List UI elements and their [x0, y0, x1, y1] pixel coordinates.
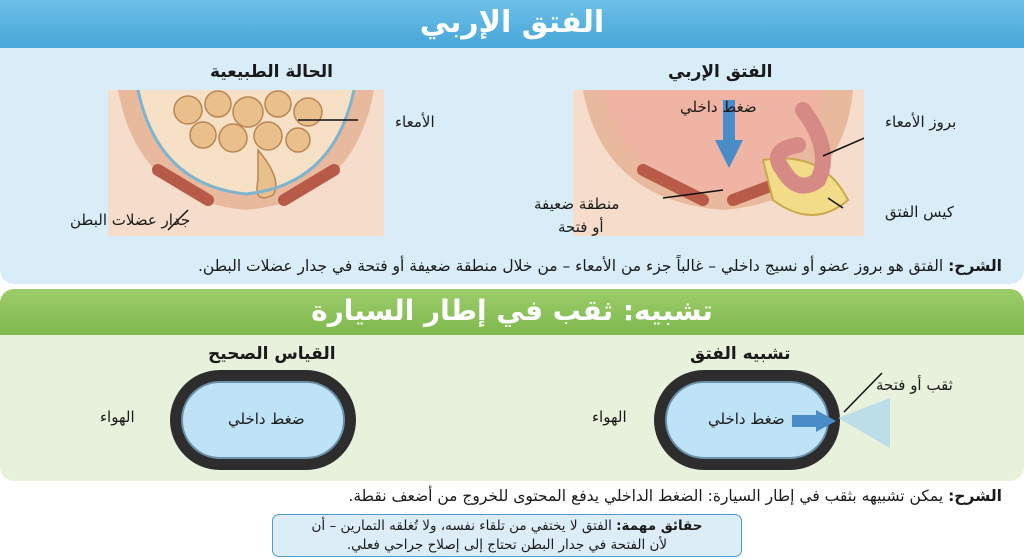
- normal-heading: الحالة الطبيعية: [210, 62, 333, 82]
- label-internal-pressure: ضغط داخلي: [680, 98, 757, 116]
- analogy-heading: تشبيه الفتق: [690, 344, 791, 364]
- punctured-tire-illustration: [654, 370, 890, 470]
- hernia-heading: الفتق الإربي: [668, 62, 773, 82]
- label-weak-area: منطقة ضعيفة: [534, 195, 620, 213]
- label-air-left: الهواء: [100, 408, 135, 426]
- label-hernia-sac: كيس الفتق: [885, 203, 954, 221]
- anatomy-explanation: الشرح: الفتق هو بروز عضو أو نسيج داخلي –…: [197, 257, 1002, 275]
- analogy-title: تشبيه: ثقب في إطار السيارة: [0, 289, 1024, 335]
- label-air-right: الهواء: [592, 408, 627, 426]
- normal-tire-illustration: [170, 370, 356, 470]
- label-abdominal-wall: جدار عضلات البطن: [70, 211, 191, 229]
- label-intestines: الأمعاء: [395, 113, 435, 131]
- important-facts-box: حقائق مهمة: الفتق لا يختفي من تلقاء نفسه…: [272, 514, 742, 557]
- label-pressure-right: ضغط داخلي: [708, 410, 785, 428]
- hernia-abdomen-illustration: [573, 90, 864, 236]
- label-intestine-bulge: بروز الأمعاء: [885, 113, 957, 131]
- label-hole: ثقب أو فتحة: [876, 376, 953, 394]
- label-pressure-left: ضغط داخلي: [228, 410, 305, 428]
- analogy-explanation: الشرح: يمكن تشبيهه بثقب في إطار السيارة:…: [348, 487, 1002, 505]
- normal-abdomen-illustration: [108, 90, 384, 236]
- label-weak-area-2: أو فتحة: [558, 218, 604, 236]
- page-title: الفتق الإربي: [0, 0, 1024, 48]
- correct-heading: القياس الصحيح: [208, 344, 336, 364]
- pressure-arrow: [723, 100, 735, 140]
